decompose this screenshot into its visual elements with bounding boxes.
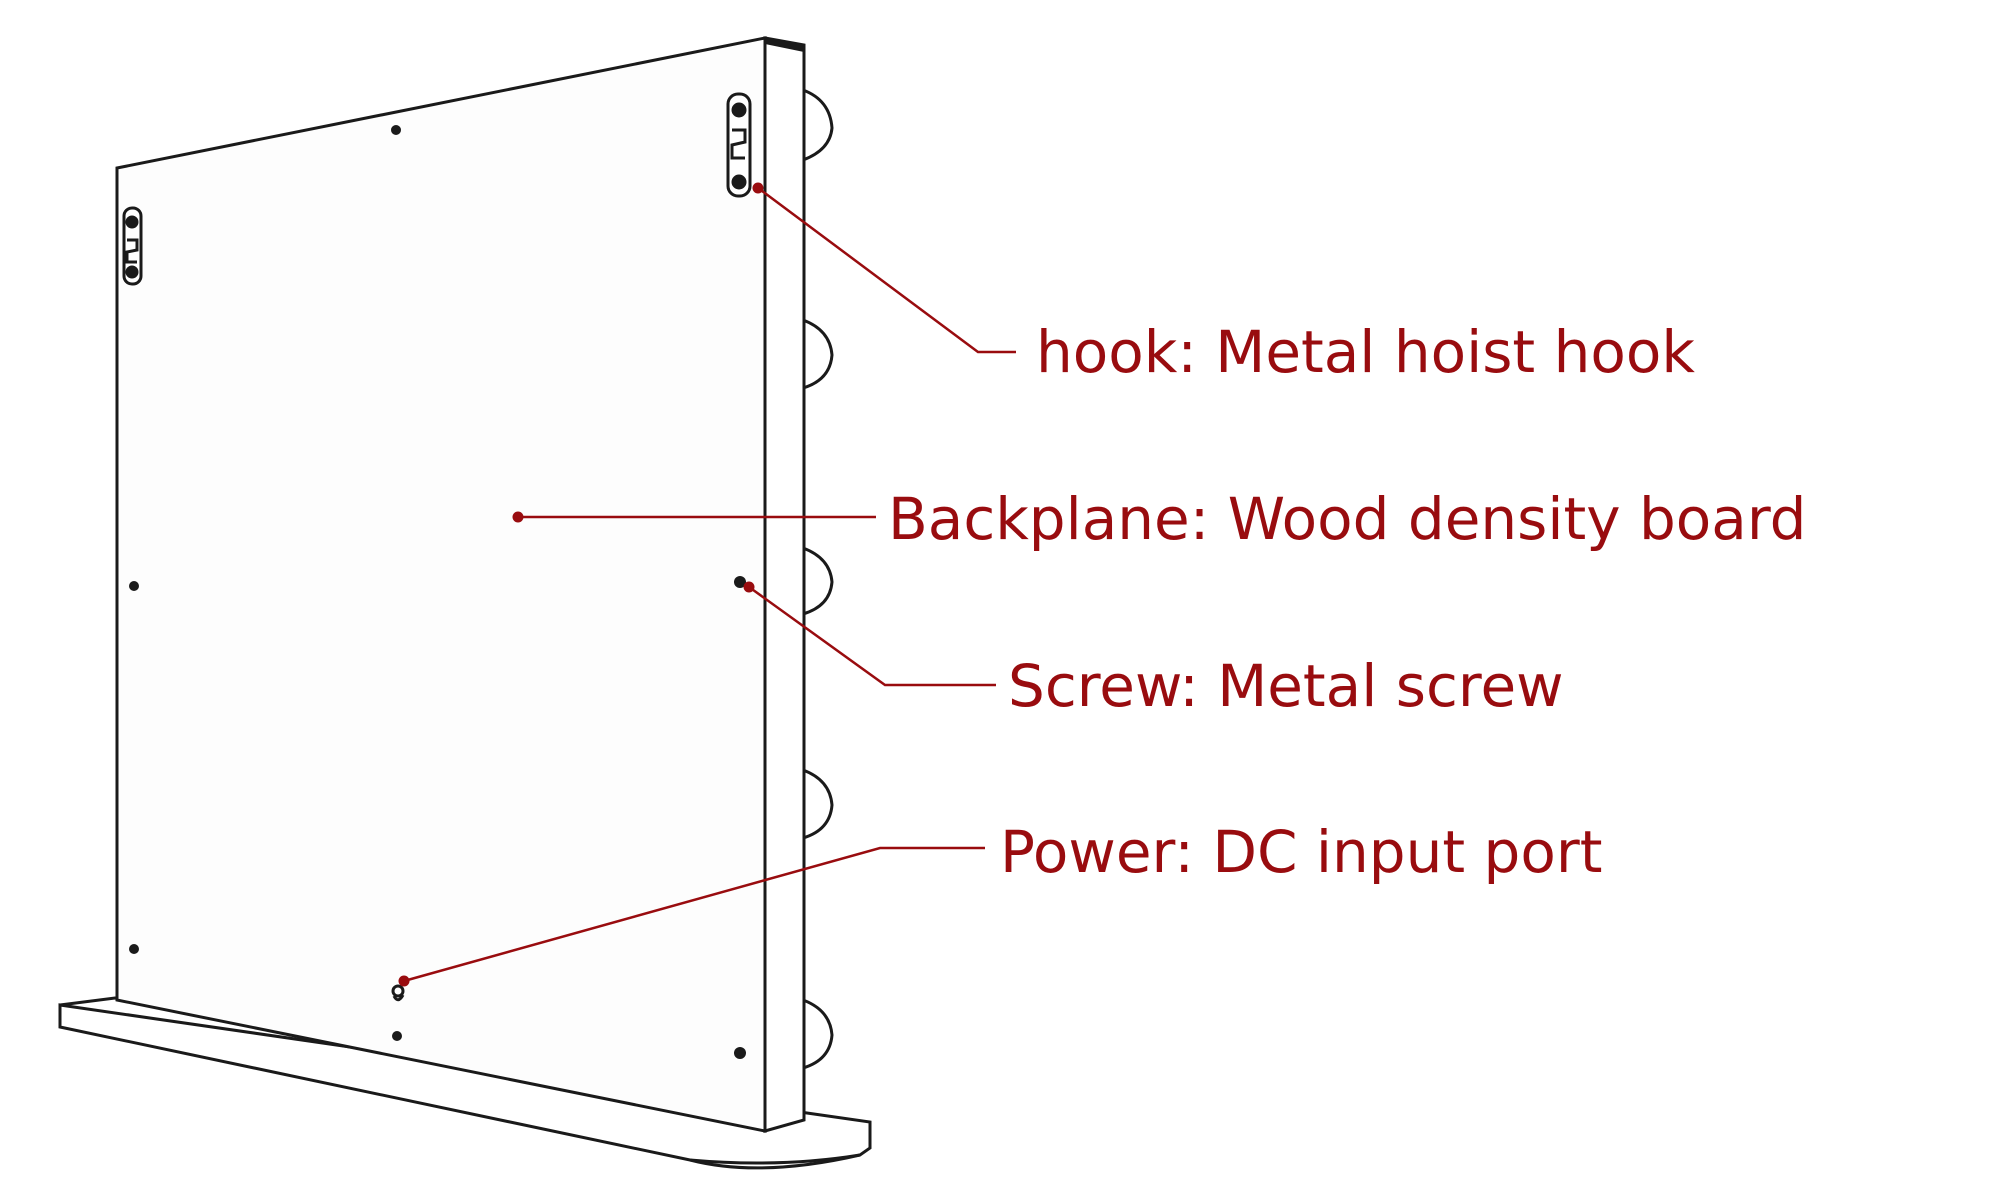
screw-hole (734, 1047, 746, 1059)
screw-callout-label: Screw: Metal screw (1008, 652, 1564, 720)
screw-dot (743, 581, 755, 593)
screw-hole (391, 125, 401, 135)
backplane-board (115, 36, 767, 1133)
hook-dot (752, 182, 764, 194)
screw-holes (129, 125, 746, 1059)
led-bulbs-side (802, 88, 834, 1070)
hoist-hook-right (726, 92, 752, 198)
hook-leader (757, 186, 1016, 354)
backplane-dot (512, 511, 524, 523)
screw-hole (129, 944, 139, 954)
callout-leaders (403, 186, 1016, 983)
panel-side-edge (763, 36, 806, 1133)
hook-callout-label: hook: Metal hoist hook (1036, 318, 1695, 386)
dc-input-port (391, 984, 405, 1002)
screw-hole (734, 576, 746, 588)
base-stand (58, 996, 872, 1170)
screw-hole (129, 581, 139, 591)
callout-dots (398, 182, 764, 987)
power-leader (403, 846, 985, 983)
hoist-hook-left (122, 206, 143, 286)
screw-leader (748, 585, 996, 687)
power-dot (398, 975, 410, 987)
screw-hole (392, 1031, 402, 1041)
power-callout-label: Power: DC input port (1000, 818, 1603, 886)
backplane-callout-label: Backplane: Wood density board (888, 485, 1807, 553)
